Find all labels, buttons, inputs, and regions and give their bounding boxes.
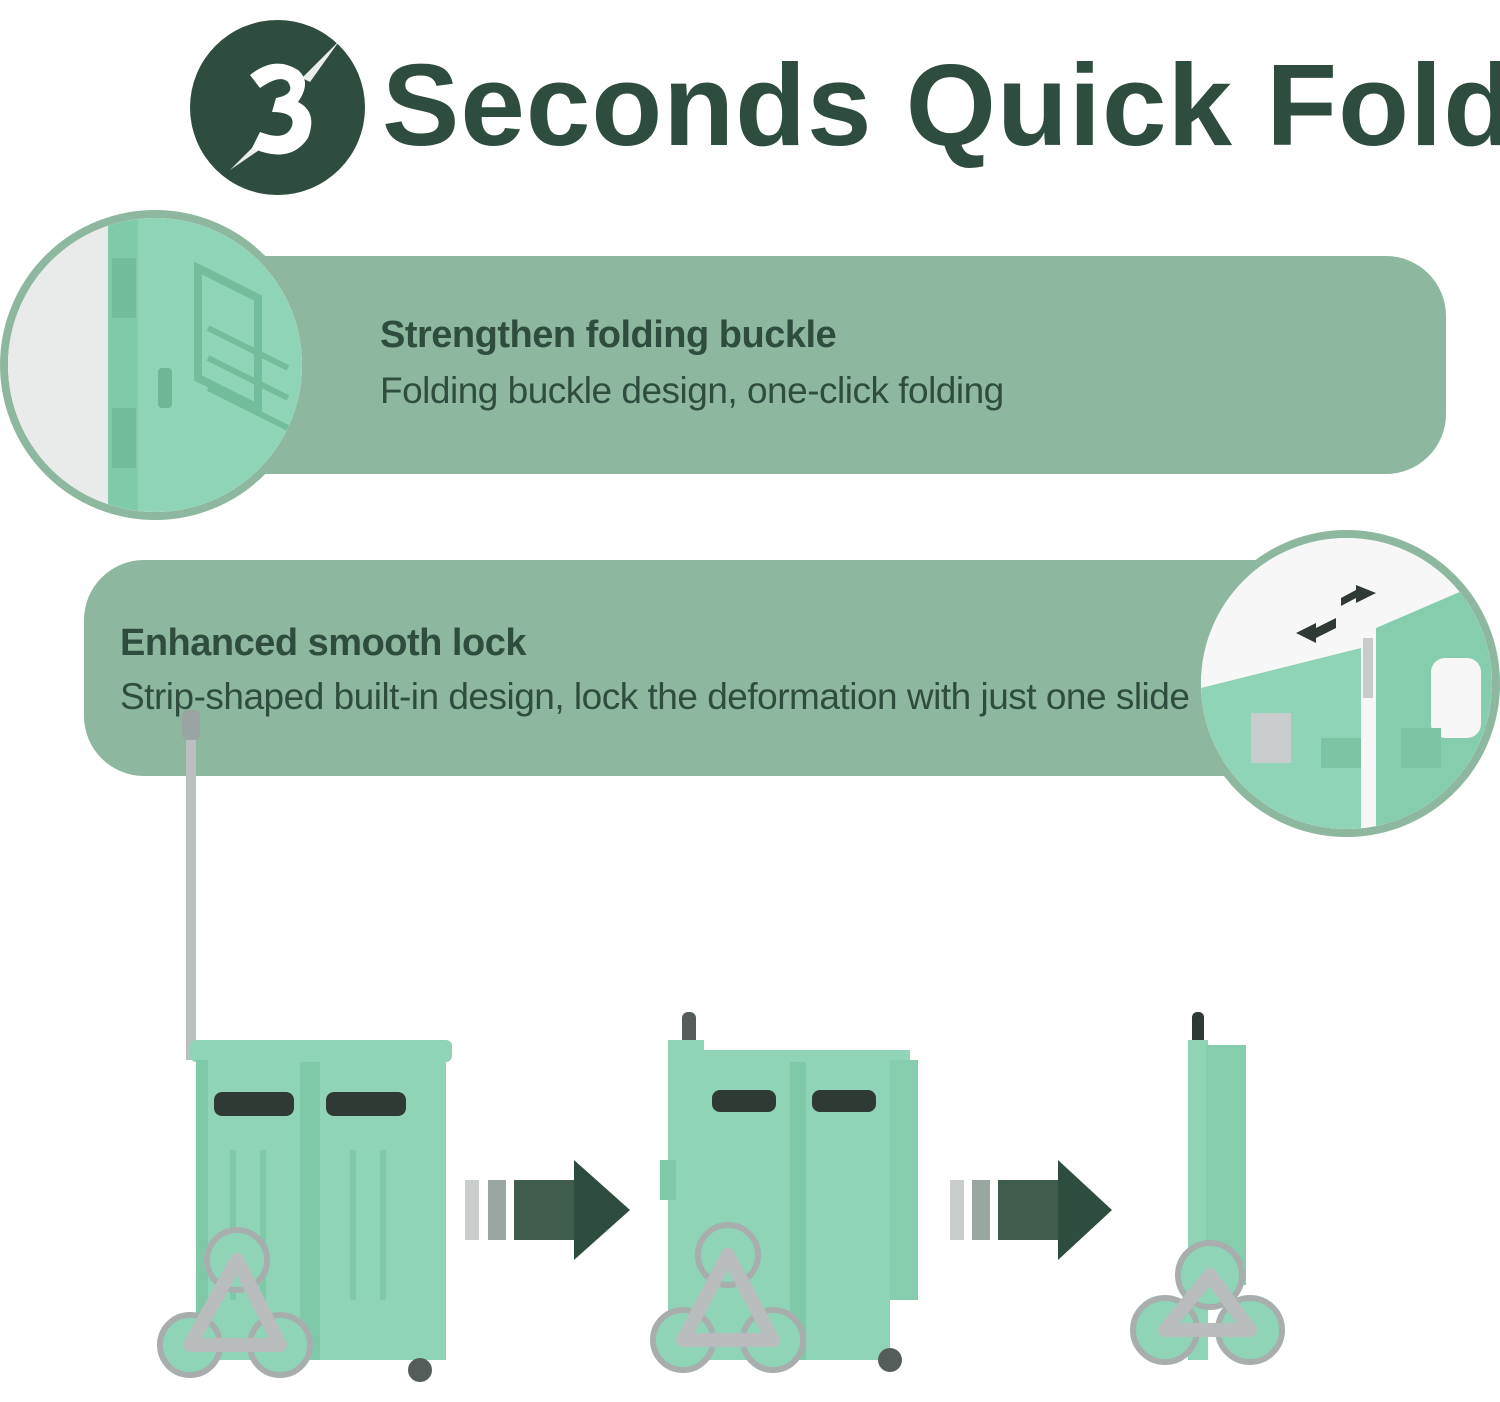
feature-title: Strengthen folding buckle bbox=[380, 314, 837, 356]
cart-half-folded bbox=[650, 1012, 918, 1373]
cart-open bbox=[157, 710, 452, 1382]
arrow-right-icon bbox=[950, 1160, 1112, 1260]
feature-bar-smooth-lock bbox=[84, 560, 1314, 776]
number-3-badge-icon: 3 bbox=[190, 20, 365, 195]
folding-sequence-illustration bbox=[157, 710, 1285, 1382]
arrow-right-icon bbox=[465, 1160, 630, 1260]
feature-description: Folding buckle design, one-click folding bbox=[380, 370, 1004, 411]
folding-buckle-closeup bbox=[0, 210, 310, 520]
feature-bar-folding-buckle bbox=[150, 256, 1446, 474]
feature-title: Enhanced smooth lock bbox=[120, 622, 526, 664]
smooth-lock-closeup bbox=[1193, 530, 1500, 837]
page-title: Seconds Quick Fold bbox=[382, 40, 1500, 170]
feature-description: Strip-shaped built-in design, lock the d… bbox=[120, 676, 1190, 717]
cart-folded bbox=[1130, 1012, 1285, 1365]
